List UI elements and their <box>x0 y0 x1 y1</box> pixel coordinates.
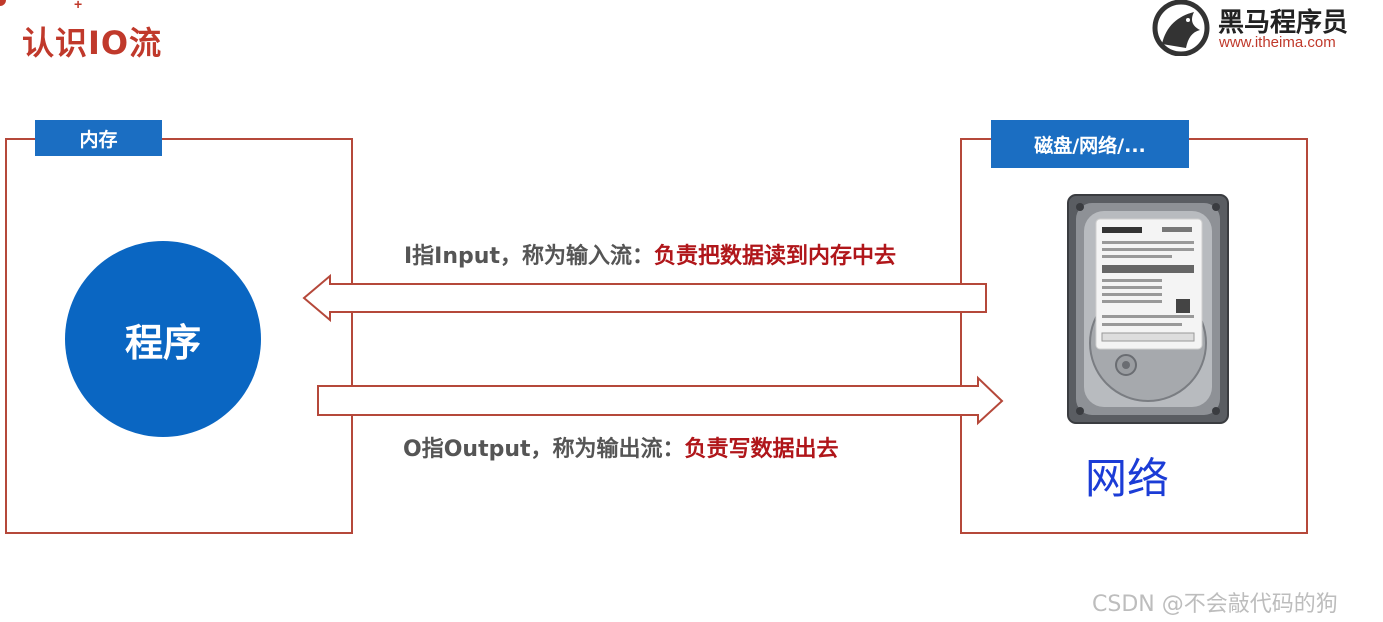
input-flow-prefix: I指Input，称为输入流： <box>404 244 654 269</box>
memory-box <box>5 138 353 534</box>
output-flow-prefix: O指Output，称为输出流： <box>403 437 685 462</box>
input-arrow <box>302 273 987 323</box>
input-flow-label: I指Input，称为输入流：负责把数据读到内存中去 <box>404 238 896 270</box>
handwritten-network-label: 网络 <box>1085 454 1170 503</box>
hard-disk-icon <box>1067 194 1229 424</box>
output-arrow <box>317 375 1004 426</box>
brand-name: 黑马程序员 <box>1218 8 1349 38</box>
plus-decoration: + <box>74 0 83 12</box>
page-title: 认识IO流 <box>22 24 163 62</box>
storage-tab-label: 磁盘/网络/... <box>991 120 1189 168</box>
output-flow-label: O指Output，称为输出流：负责写数据出去 <box>403 431 839 463</box>
watermark: CSDN @不会敲代码的狗 <box>1092 592 1338 617</box>
corner-dot-decoration <box>0 0 6 6</box>
program-circle: 程序 <box>65 241 261 437</box>
input-flow-desc: 负责把数据读到内存中去 <box>653 244 896 269</box>
memory-tab-label: 内存 <box>35 120 162 156</box>
output-flow-desc: 负责写数据出去 <box>684 437 839 462</box>
brand-logo-icon <box>1152 0 1210 56</box>
brand-url: www.itheima.com <box>1219 34 1336 51</box>
